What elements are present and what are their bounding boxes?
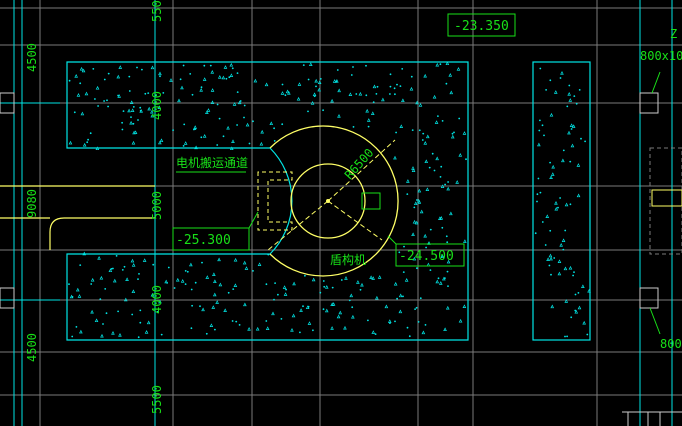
right-top-fragment: Z (670, 27, 677, 41)
level-left: -25.300 (176, 233, 231, 248)
right-slab (532, 61, 591, 341)
elevation-labels: -23.350 -25.300 -24.500 (172, 13, 516, 267)
motor-transport-channel (0, 185, 155, 250)
level-box-left (172, 227, 250, 251)
dim-bottom: 5500 (150, 385, 164, 414)
dim-mid-center: 5000 (150, 191, 164, 220)
slab-hatch-pattern (68, 61, 591, 339)
dim-mid-upper: 4000 (150, 91, 164, 120)
dim-left-middle: 9080 (25, 189, 39, 218)
dim-left-upper: 4500 (25, 43, 39, 72)
main-slab (66, 61, 469, 341)
channel-label: 电机搬运通道 (176, 155, 248, 170)
column-markers (0, 92, 682, 426)
dim-mid-lower: 4000 (150, 285, 164, 314)
level-box-top (447, 13, 516, 37)
level-box-right (395, 243, 465, 267)
dimension-labels: 5500 4500 9080 4500 4000 5000 4000 5500 (25, 0, 164, 414)
level-top: -23.350 (454, 19, 509, 34)
machine-label: 盾构机 (330, 252, 366, 267)
shaft-circle (257, 125, 399, 277)
level-right: -24.500 (399, 249, 454, 264)
radius-label: R6500 (342, 146, 377, 182)
dim-left-lower: 4500 (25, 333, 39, 362)
dim-top: 5500 (150, 0, 164, 22)
right-top-size: 800x10 (640, 49, 682, 63)
right-bottom-size: 800 (660, 337, 682, 351)
slab-regions (66, 61, 591, 341)
